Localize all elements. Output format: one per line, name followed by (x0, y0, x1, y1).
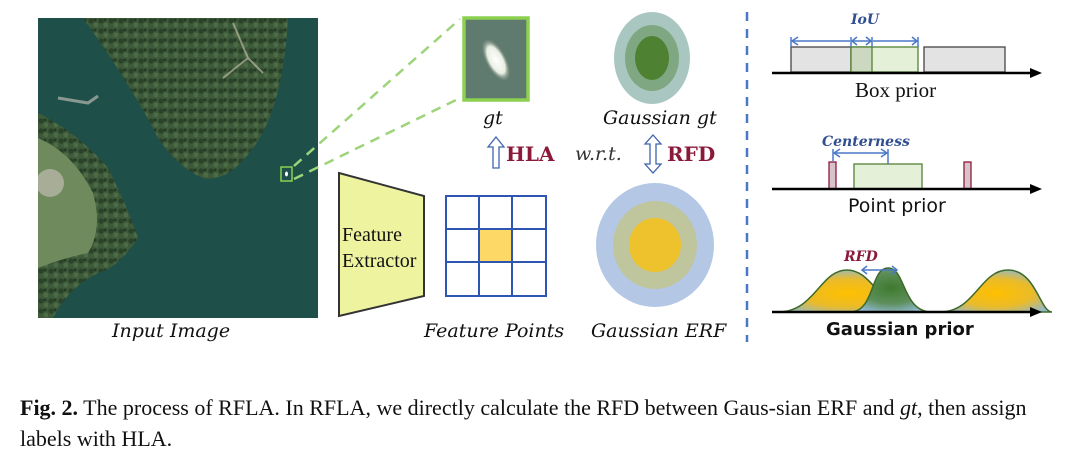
gt-locator-box (280, 166, 293, 182)
gaussian-prior-diagram (772, 265, 1053, 317)
box-prior-title: Box prior (855, 78, 937, 102)
wrt-label: w.r.t. (575, 143, 622, 165)
iou-arrows (790, 36, 919, 47)
point-anchor-1 (828, 161, 837, 190)
boat-object (480, 37, 512, 83)
centerness-label: Centerness (822, 134, 910, 150)
point-prior-diagram (772, 148, 1042, 194)
caption-label: Fig. 2. (20, 395, 79, 420)
gaussian-erf-core (629, 218, 681, 272)
gaussian-gt-label: Gaussian gt (603, 107, 717, 129)
feature-point-highlight (479, 229, 511, 261)
centerness-arrow (832, 148, 889, 164)
gaussian-erf-shape (596, 183, 714, 307)
figure-caption: Fig. 2. The process of RFLA. In RFLA, we… (20, 392, 1065, 454)
panel-divider (745, 12, 749, 342)
hla-label: HLA (506, 142, 555, 166)
rfd-distance-arrow (860, 265, 899, 275)
iou-label: IoU (851, 12, 880, 28)
forest-peninsula (83, 18, 288, 179)
gaussian-erf-label: Gaussian ERF (591, 320, 727, 342)
caption-text-1: The process of RFLA. In RFLA, we directl… (78, 395, 901, 420)
iou-overlap (850, 46, 873, 73)
rfd-label: RFD (667, 142, 716, 166)
box-prior-diagram (772, 36, 1042, 78)
feature-extractor-block (338, 171, 425, 318)
gaussian-gt-curve (849, 267, 933, 313)
gaussian-gt-shape (614, 12, 690, 104)
feature-points-label: Feature Points (424, 320, 565, 342)
feature-extractor-line1: Feature (342, 224, 402, 246)
gaussian-anchor-2 (939, 269, 1053, 313)
point-anchor-2 (963, 161, 972, 190)
rfd-double-arrow-icon (643, 134, 663, 174)
rfd-distance-label: RFD (844, 249, 878, 265)
gaussian-gt-core (635, 36, 669, 80)
gt-label: gt (483, 107, 503, 129)
feature-points-grid (445, 195, 547, 297)
caption-text-2: , then assign labels with HLA. (20, 395, 1027, 451)
gaussian-prior-title: Gaussian prior (826, 319, 974, 340)
zoom-connector-lines (293, 18, 461, 181)
feature-extractor-label: Feature Extractor (342, 222, 416, 274)
anchor-box-1 (790, 46, 852, 73)
input-image-label: Input Image (112, 320, 231, 342)
feature-extractor-line2: Extractor (342, 250, 417, 272)
gt-crop-image (462, 16, 530, 102)
point-gt-box (853, 163, 923, 190)
point-prior-title: Point prior (848, 195, 946, 217)
anchor-box-2 (923, 46, 1006, 73)
input-image (38, 18, 318, 318)
hla-up-arrow-icon (486, 136, 506, 169)
caption-gt: gt (900, 395, 918, 420)
